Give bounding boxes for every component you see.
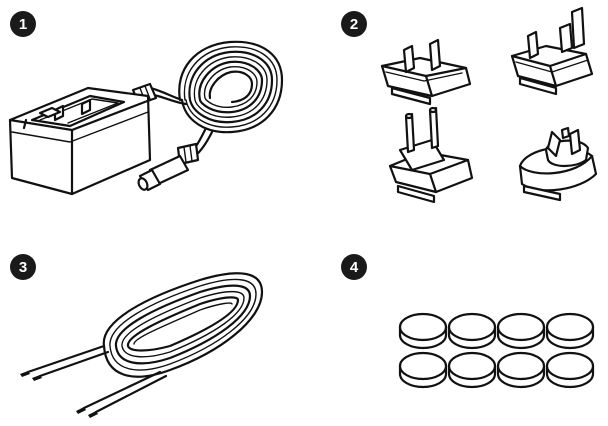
barrel-plug-icon <box>137 142 200 192</box>
rubber-foot-icon <box>496 312 546 350</box>
rubber-foot-icon <box>496 351 546 389</box>
rubber-foot-icon <box>545 351 595 389</box>
rubber-foot-icon <box>545 312 595 350</box>
rubber-foot-icon <box>447 351 497 389</box>
us-plug-adapter-icon <box>380 38 472 106</box>
adapter-body-icon <box>8 86 152 196</box>
rubber-foot-icon <box>398 351 448 389</box>
plug-adapters-icon <box>380 6 598 204</box>
eu-plug-adapter-icon <box>388 106 474 204</box>
rubber-foot-icon <box>398 312 448 350</box>
item-number-badge-2: 2 <box>341 11 367 37</box>
rubber-feet-icon <box>398 312 595 389</box>
item-number-badge-3: 3 <box>10 254 36 280</box>
power-adapter-icon <box>8 40 284 196</box>
adapter-cable-coil-icon <box>146 40 284 158</box>
speaker-wire-icon <box>20 272 264 418</box>
item-number-badge-4: 4 <box>341 254 367 280</box>
rubber-foot-icon <box>447 312 497 350</box>
uk-plug-adapter-icon <box>510 6 594 96</box>
item-number-badge-1: 1 <box>10 11 36 37</box>
au-plug-adapter-icon <box>518 126 598 202</box>
